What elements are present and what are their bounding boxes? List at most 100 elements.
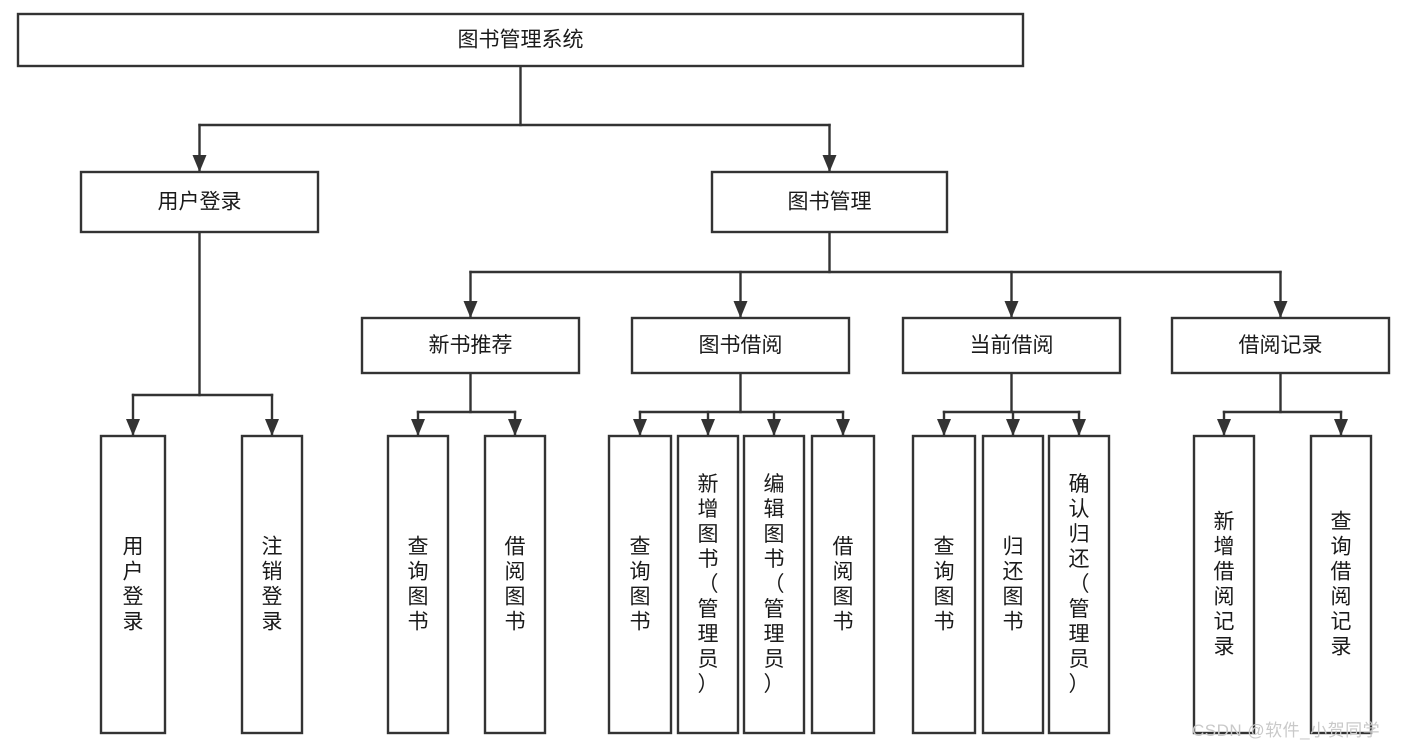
node-box-leaf-query-book-recommend[interactable] [386, 434, 450, 735]
svg-text:借: 借 [833, 536, 854, 559]
svg-text:图: 图 [764, 523, 785, 546]
node-box-leaf-borrow-book-recommend[interactable] [483, 434, 547, 735]
svg-text:书: 书 [764, 548, 785, 571]
svg-text:员: 员 [1069, 648, 1090, 671]
arrow-head-icon [508, 419, 522, 436]
svg-text:阅: 阅 [505, 561, 526, 584]
arrow-head-icon [733, 301, 748, 318]
svg-text:图: 图 [505, 586, 526, 609]
svg-text:图: 图 [833, 586, 854, 609]
svg-text:销: 销 [262, 561, 283, 584]
node-layer: 图书管理系统用户登录图书管理新书推荐图书借阅当前借阅借阅记录用户登录注销登录查询… [16, 12, 1391, 735]
node-box-leaf-logout[interactable] [240, 434, 304, 735]
arrow-head-icon [633, 419, 647, 436]
svg-text:理: 理 [698, 623, 719, 646]
svg-text:归: 归 [1069, 523, 1090, 546]
node-box-book-manage[interactable] [710, 170, 949, 234]
node-box-leaf-add-borrow-record[interactable] [1192, 434, 1256, 735]
svg-text:书: 书 [505, 611, 526, 634]
svg-text:用: 用 [123, 536, 144, 559]
arrow-head-icon [463, 301, 478, 318]
node-box-leaf-borrow-book[interactable] [810, 434, 876, 735]
svg-text:书: 书 [698, 548, 719, 571]
arrow-head-icon [836, 419, 850, 436]
svg-text:增: 增 [698, 498, 719, 521]
svg-text:录: 录 [123, 611, 144, 634]
node-box-current-borrow[interactable] [901, 316, 1122, 375]
node-box-root[interactable] [16, 12, 1025, 68]
svg-text:确: 确 [1069, 473, 1090, 496]
svg-text:借: 借 [1331, 561, 1352, 584]
svg-text:户: 户 [123, 561, 144, 584]
svg-text:员: 员 [698, 648, 719, 671]
svg-text:阅: 阅 [1331, 586, 1352, 609]
svg-text:询: 询 [1331, 536, 1352, 559]
node-box-book-borrow[interactable] [630, 316, 851, 375]
svg-text:阅: 阅 [833, 561, 854, 584]
node-label-book-borrow: 图书借阅 [699, 334, 783, 357]
svg-text:（: （ [764, 573, 785, 596]
svg-text:书: 书 [934, 611, 955, 634]
svg-text:查: 查 [934, 536, 955, 559]
node-box-leaf-query-book-current[interactable] [911, 434, 977, 735]
arrow-head-icon [1072, 419, 1086, 436]
arrow-head-icon [767, 419, 781, 436]
node-box-leaf-user-login[interactable] [99, 434, 167, 735]
svg-text:）: ） [1069, 673, 1090, 696]
arrow-head-icon [1006, 419, 1020, 436]
svg-text:图: 图 [408, 586, 429, 609]
node-box-leaf-add-book[interactable] [676, 434, 740, 735]
connector-layer [126, 64, 1348, 437]
svg-text:录: 录 [1214, 636, 1235, 659]
svg-text:辑: 辑 [764, 498, 785, 521]
svg-text:询: 询 [934, 561, 955, 584]
svg-text:询: 询 [408, 561, 429, 584]
node-box-borrow-record[interactable] [1170, 316, 1391, 375]
node-box-leaf-query-book-borrow[interactable] [607, 434, 673, 735]
arrow-head-icon [411, 419, 425, 436]
node-box-leaf-return-book[interactable] [981, 434, 1045, 735]
svg-text:（: （ [1069, 573, 1090, 596]
svg-text:查: 查 [630, 536, 651, 559]
svg-text:询: 询 [630, 561, 651, 584]
svg-text:）: ） [764, 673, 785, 696]
arrow-head-icon [126, 419, 140, 436]
arrow-head-icon [1273, 301, 1288, 318]
svg-text:还: 还 [1003, 561, 1024, 584]
node-label-current-borrow: 当前借阅 [970, 334, 1054, 357]
svg-text:编: 编 [764, 473, 785, 496]
arrow-head-icon [822, 155, 837, 172]
node-box-leaf-confirm-return[interactable] [1047, 434, 1111, 735]
node-label-book-manage: 图书管理 [788, 191, 872, 214]
svg-text:书: 书 [630, 611, 651, 634]
svg-text:新: 新 [1214, 511, 1235, 534]
svg-text:管: 管 [698, 598, 719, 621]
svg-text:查: 查 [1331, 511, 1352, 534]
svg-text:还: 还 [1069, 548, 1090, 571]
svg-text:阅: 阅 [1214, 586, 1235, 609]
svg-text:理: 理 [764, 623, 785, 646]
svg-text:登: 登 [123, 586, 144, 609]
node-box-leaf-edit-book[interactable] [742, 434, 806, 735]
svg-text:）: ） [698, 673, 719, 696]
node-label-user-login: 用户登录 [158, 191, 242, 214]
svg-text:借: 借 [1214, 561, 1235, 584]
node-label-new-book-recommend: 新书推荐 [429, 334, 513, 357]
svg-text:认: 认 [1069, 498, 1090, 521]
node-box-user-login[interactable] [79, 170, 320, 234]
svg-text:注: 注 [262, 536, 283, 559]
node-box-new-book-recommend[interactable] [360, 316, 581, 375]
arrow-head-icon [1004, 301, 1019, 318]
node-box-leaf-query-borrow-record[interactable] [1309, 434, 1373, 735]
node-label-root: 图书管理系统 [458, 29, 584, 52]
svg-text:管: 管 [764, 598, 785, 621]
